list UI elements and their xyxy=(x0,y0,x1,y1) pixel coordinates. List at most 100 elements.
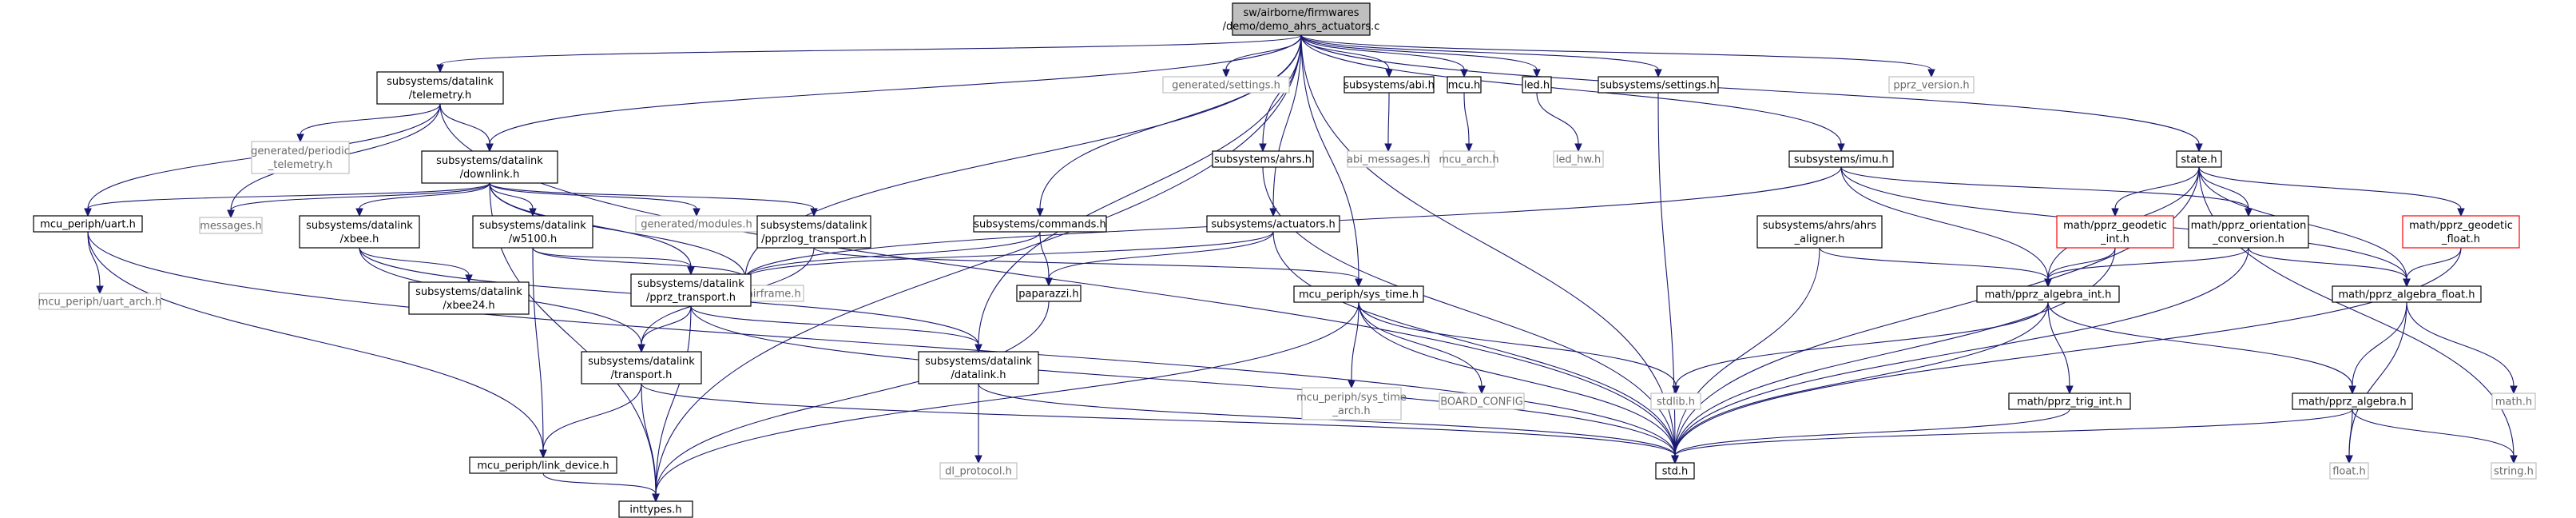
edge-uart-to-uart-arch xyxy=(87,231,104,295)
node-label: led_hw.h xyxy=(1556,154,1601,166)
node-orientation[interactable]: math/pprz_orientation_conversion.h xyxy=(2188,215,2309,249)
node-led[interactable]: led.h xyxy=(1522,76,1552,94)
node-box xyxy=(472,215,593,249)
node-string-h[interactable]: string.h xyxy=(2491,462,2537,480)
node-mcu[interactable]: mcu.h xyxy=(1447,76,1482,94)
node-imu[interactable]: subsystems/imu.h xyxy=(1788,150,1894,168)
node-ahrs-aligner[interactable]: subsystems/ahrs/ahrs_aligner.h xyxy=(1756,215,1883,249)
node-messages[interactable]: messages.h xyxy=(199,217,263,234)
node-pprzlog[interactable]: subsystems/datalink/pprzlog_transport.h xyxy=(756,215,871,249)
edge-downlink-to-uart xyxy=(84,182,490,217)
edge-actuators-to-paparazzi xyxy=(1045,231,1274,287)
node-box xyxy=(408,281,530,315)
edge-transport-to-link-device xyxy=(539,383,642,459)
node-label: math.h xyxy=(2495,396,2532,408)
edge-w5100-to-pprz-transport xyxy=(532,247,695,276)
edge-algebra-int-to-algebra xyxy=(2047,301,2356,395)
node-geodetic-int[interactable]: math/pprz_geodetic_int.h xyxy=(2056,215,2174,249)
node-transport[interactable]: subsystems/datalink/transport.h xyxy=(581,351,702,385)
node-label: /telemetry.h xyxy=(409,90,471,102)
node-label: _int.h xyxy=(2100,233,2129,245)
node-box xyxy=(1756,215,1883,249)
node-state[interactable]: state.h xyxy=(2176,150,2222,168)
node-uart-arch[interactable]: mcu_periph/uart_arch.h xyxy=(38,293,162,310)
node-trig-int[interactable]: math/pprz_trig_int.h xyxy=(2008,392,2131,410)
node-algebra[interactable]: math/pprz_algebra.h xyxy=(2292,392,2413,410)
edge-pprz-transport-to-inttypes xyxy=(652,305,692,503)
edge-downlink-to-pprzlog xyxy=(489,182,818,217)
node-label: mcu_arch.h xyxy=(1439,154,1498,166)
node-label: math/pprz_trig_int.h xyxy=(2017,396,2122,408)
node-xbee[interactable]: subsystems/datalink/xbee.h xyxy=(299,215,420,249)
node-box xyxy=(630,273,752,307)
node-label: subsystems/datalink xyxy=(415,286,522,298)
node-gen-settings[interactable]: generated/settings.h xyxy=(1162,76,1290,94)
node-gen-modules[interactable]: generated/modules.h xyxy=(635,215,758,233)
edge-pprz-transport-to-transport xyxy=(637,305,692,353)
node-ahrs[interactable]: subsystems/ahrs.h xyxy=(1212,150,1314,168)
node-led-hw[interactable]: led_hw.h xyxy=(1553,150,1604,168)
edge-link-device-to-inttypes xyxy=(542,472,660,503)
node-sys-time-arch[interactable]: mcu_periph/sys_time_arch.h xyxy=(1296,387,1407,420)
edge-orientation-to-std xyxy=(1671,247,2249,464)
node-mcu-arch[interactable]: mcu_arch.h xyxy=(1439,150,1499,168)
node-label: _conversion.h xyxy=(2212,233,2284,245)
node-abi-messages[interactable]: abi_messages.h xyxy=(1347,150,1430,168)
node-box xyxy=(469,456,617,474)
node-w5100[interactable]: subsystems/datalink/w5100.h xyxy=(472,215,593,249)
node-label: std.h xyxy=(1662,466,1689,478)
node-label: mcu_periph/uart_arch.h xyxy=(38,297,162,309)
node-algebra-float[interactable]: math/pprz_algebra_float.h xyxy=(2332,285,2482,303)
node-box xyxy=(2176,150,2222,168)
node-dl-protocol[interactable]: dl_protocol.h xyxy=(939,462,1018,480)
node-actuators[interactable]: subsystems/actuators.h xyxy=(1206,215,1340,233)
node-board-config[interactable]: BOARD_CONFIG xyxy=(1439,392,1525,410)
node-telemetry[interactable]: subsystems/datalink/telemetry.h xyxy=(376,71,504,105)
node-label: /demo/demo_ahrs_actuators.c xyxy=(1223,21,1380,33)
node-datalink[interactable]: subsystems/datalink/datalink.h xyxy=(918,351,1039,385)
node-link-device[interactable]: mcu_periph/link_device.h xyxy=(469,456,617,474)
node-pprz-transport[interactable]: subsystems/datalink/pprz_transport.h xyxy=(630,273,752,307)
node-paparazzi[interactable]: paparazzi.h xyxy=(1016,285,1082,302)
node-pprz-version[interactable]: pprz_version.h xyxy=(1888,76,1975,94)
node-algebra-int[interactable]: math/pprz_algebra_int.h xyxy=(1976,285,2120,303)
node-label: subsystems/datalink xyxy=(436,155,543,167)
node-gen-periodic[interactable]: generated/periodic_telemetry.h xyxy=(251,141,350,174)
node-label: generated/settings.h xyxy=(1172,80,1280,92)
node-std[interactable]: std.h xyxy=(1655,462,1695,480)
node-stdlib[interactable]: stdlib.h xyxy=(1650,392,1701,410)
node-box xyxy=(1344,76,1435,94)
node-box xyxy=(1888,76,1975,94)
node-label: float.h xyxy=(2332,466,2366,478)
node-settings[interactable]: subsystems/settings.h xyxy=(1598,76,1719,94)
edge-datalink-to-dl-protocol xyxy=(974,384,982,464)
edge-pprz-transport-to-std xyxy=(690,305,1679,464)
node-box xyxy=(376,71,504,105)
edge-telemetry-to-downlink xyxy=(439,103,494,153)
edge-telemetry-to-gen-periodic xyxy=(296,103,441,143)
node-box xyxy=(756,215,871,249)
node-box xyxy=(1016,285,1082,302)
node-label: subsystems/ahrs/ahrs xyxy=(1763,220,1877,232)
node-downlink[interactable]: subsystems/datalink/downlink.h xyxy=(421,150,558,184)
edge-imu-to-orientation xyxy=(1840,166,2253,217)
node-float-h[interactable]: float.h xyxy=(2329,462,2369,480)
node-inttypes[interactable]: inttypes.h xyxy=(618,500,693,518)
node-box xyxy=(939,462,1018,480)
node-math-h[interactable]: math.h xyxy=(2491,392,2536,410)
edge-geodetic-float-to-algebra-float xyxy=(2403,247,2462,288)
node-label: mcu_periph/uart.h xyxy=(40,219,136,231)
node-box xyxy=(918,351,1039,385)
node-sys-time[interactable]: mcu_periph/sys_time.h xyxy=(1293,285,1424,303)
node-box xyxy=(2056,215,2174,249)
node-abi[interactable]: subsystems/abi.h xyxy=(1344,76,1435,94)
node-xbee24[interactable]: subsystems/datalink/xbee24.h xyxy=(408,281,530,315)
node-geodetic-float[interactable]: math/pprz_geodetic_float.h xyxy=(2402,215,2520,249)
edge-actuators-to-std xyxy=(1272,231,1679,464)
node-commands[interactable]: subsystems/commands.h xyxy=(973,215,1107,233)
edge-algebra-to-string-h xyxy=(2352,408,2518,464)
node-uart[interactable]: mcu_periph/uart.h xyxy=(33,215,143,233)
node-root[interactable]: sw/airborne/firmwares/demo/demo_ahrs_act… xyxy=(1223,2,1380,36)
node-box xyxy=(1598,76,1719,94)
